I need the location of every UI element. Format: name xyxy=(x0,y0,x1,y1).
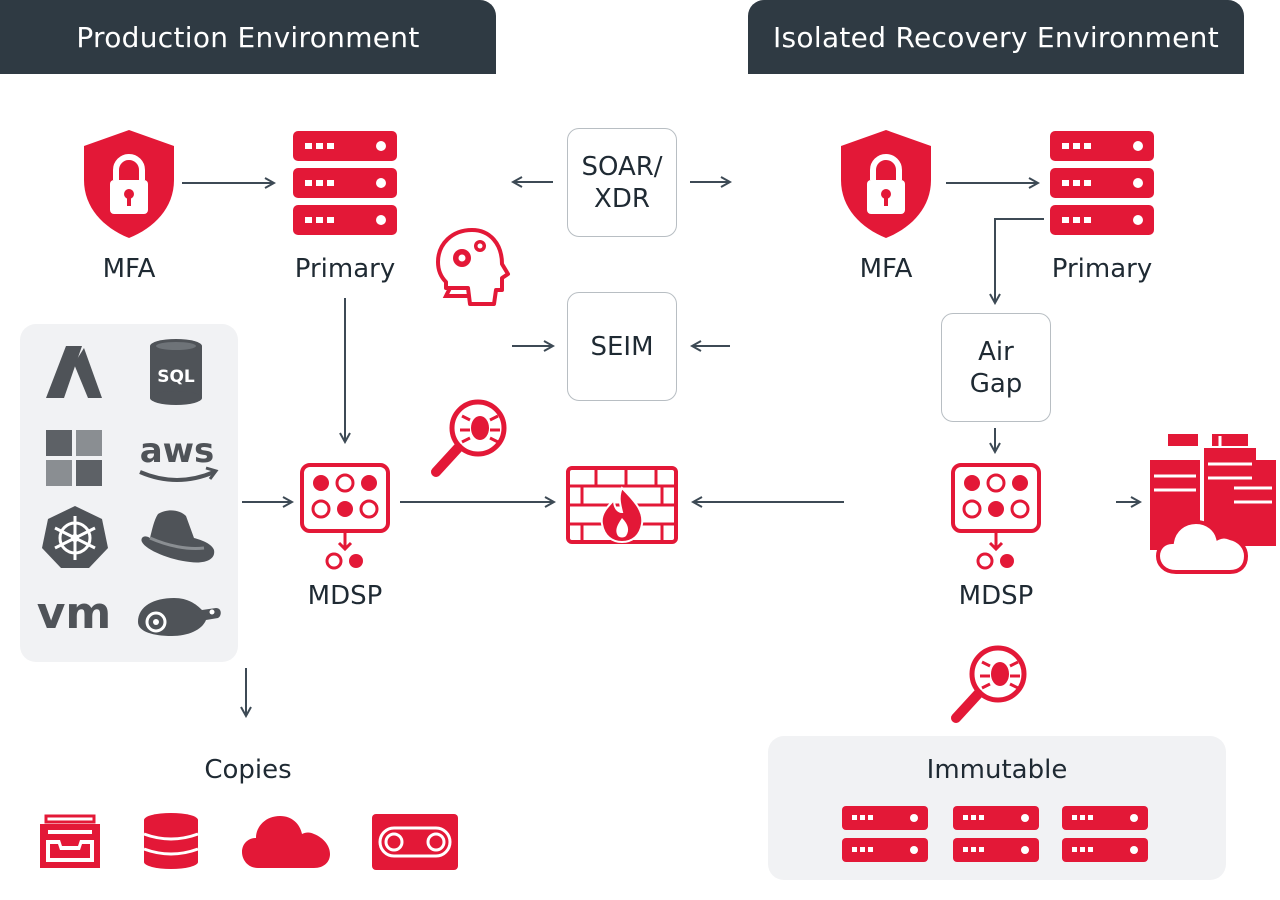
recovery-primary-server-icon xyxy=(1050,131,1154,235)
mdsp-icon xyxy=(300,463,390,573)
redhat-icon xyxy=(138,508,216,566)
immutable-server-icon xyxy=(842,806,928,862)
recovery-mfa-label: MFA xyxy=(859,254,913,284)
soar-xdr-box: SOAR/ XDR xyxy=(567,128,677,237)
recovery-mdsp-label: MDSP xyxy=(958,581,1034,611)
cloud-icon xyxy=(240,814,332,870)
archive-tray-icon xyxy=(38,814,102,870)
aws-icon: aws xyxy=(134,428,220,486)
vmware-icon: vm xyxy=(34,590,116,636)
soar-xdr-label: SOAR/ XDR xyxy=(581,151,663,214)
firewall-icon xyxy=(566,466,678,544)
azure-icon xyxy=(44,344,104,400)
prod-primary-label: Primary xyxy=(294,254,396,284)
recovery-mdsp-icon xyxy=(951,463,1041,573)
primary-server-icon xyxy=(293,131,397,235)
database-icon xyxy=(142,812,200,870)
threat-scan-icon xyxy=(426,392,514,480)
sql-icon: SQL xyxy=(148,338,204,406)
aws-text: aws xyxy=(140,431,215,471)
recovery-environment-header: Isolated Recovery Environment xyxy=(748,0,1244,74)
immutable-label: Immutable xyxy=(926,755,1068,785)
windows-icon xyxy=(46,430,102,486)
vm-text: vm xyxy=(37,590,112,636)
ai-head-icon xyxy=(432,226,512,308)
seim-box: SEIM xyxy=(567,292,677,401)
air-gap-label: Air Gap xyxy=(969,336,1023,399)
tape-icon xyxy=(372,814,458,870)
immutable-server-icon xyxy=(953,806,1039,862)
recovery-mfa-shield-icon xyxy=(837,128,935,240)
production-header-title: Production Environment xyxy=(76,20,420,54)
recovery-primary-label: Primary xyxy=(1051,254,1153,284)
kubernetes-icon xyxy=(40,504,110,570)
prod-mfa-label: MFA xyxy=(102,254,156,284)
production-environment-header: Production Environment xyxy=(0,0,496,74)
seim-label: SEIM xyxy=(590,331,654,362)
cloud-datacenter-icon xyxy=(1148,432,1278,576)
mfa-shield-icon xyxy=(80,128,178,240)
immutable-server-icon xyxy=(1062,806,1148,862)
sql-text: SQL xyxy=(157,367,195,387)
prod-mdsp-label: MDSP xyxy=(307,581,383,611)
copies-label: Copies xyxy=(204,755,292,785)
air-gap-box: Air Gap xyxy=(941,313,1051,422)
suse-icon xyxy=(132,592,224,640)
recovery-header-title: Isolated Recovery Environment xyxy=(772,20,1219,54)
recovery-threat-scan-icon xyxy=(946,638,1034,726)
